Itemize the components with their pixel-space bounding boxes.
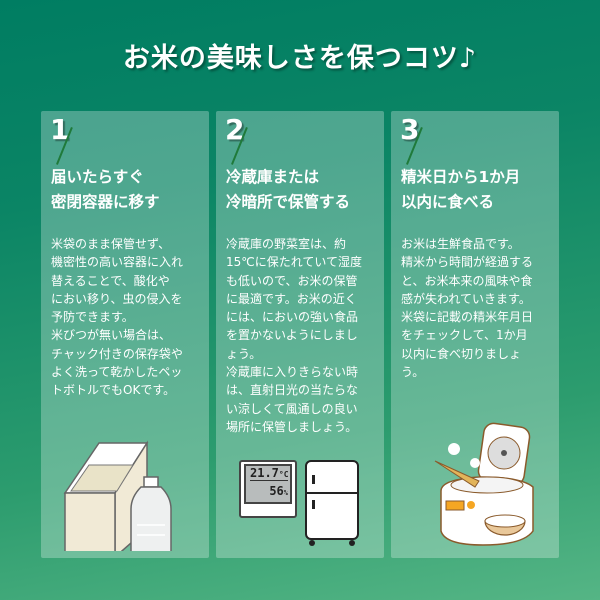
body-line: を置かないようにしまし — [226, 328, 358, 343]
tip-card-1: 1 届いたらすぐ 密閉容器に移す 米袋のまま保管せず、機密性の高い容器に入れ替え… — [41, 111, 209, 558]
tip-heading: 精米日から1か月 以内に食べる — [401, 165, 520, 215]
body-line: 感が失われていきます。 — [401, 291, 531, 306]
body-line: をチェックして、1か月 — [401, 328, 528, 343]
body-line: は、直射日光の当たらな — [226, 383, 359, 398]
body-line: 米びつが無い場合は、 — [51, 328, 172, 343]
body-line: も低いので、お米の保管 — [226, 273, 358, 288]
tip-card-3: 3 精米日から1か月 以内に食べる お米は生鮮食品です。精米から時間が経過すると… — [391, 111, 559, 558]
body-line: よく洗って乾かしたペッ — [51, 365, 183, 380]
body-line: 米袋のまま保管せず、 — [51, 237, 171, 251]
body-line: に最適です。お米の近く — [226, 291, 357, 306]
fridge-icon — [305, 460, 359, 546]
thermometer-icon: 21.7°C 56% — [239, 460, 297, 518]
body-line: 以内に食べ切りましょ — [401, 346, 522, 361]
body-line: には、においの強い食品 — [226, 310, 359, 325]
body-line: 替えることで、酸化や — [51, 273, 170, 288]
body-line: 機密性の高い容器に入れ — [51, 255, 184, 270]
body-line: におい移り、虫の侵入を — [51, 291, 183, 306]
body-line: ょう。 — [226, 346, 262, 361]
body-line: 米袋に記載の精米年月日 — [401, 310, 534, 325]
body-line: お米は生鮮食品です。 — [401, 237, 520, 251]
body-line: と、お米本来の風味や食 — [401, 273, 533, 288]
tip-heading: 届いたらすぐ 密閉容器に移す — [51, 165, 160, 215]
tip-number: 1 — [50, 113, 70, 146]
tip-number: 2 — [225, 113, 245, 146]
heading-line: 冷暗所で保管する — [226, 193, 351, 211]
body-line: 15℃に保たれていて湿度 — [226, 255, 363, 270]
body-line: い涼しくて風通しの良い — [226, 401, 358, 416]
tip-body: お米は生鮮食品です。精米から時間が経過すると、お米本来の風味や食感が失われていき… — [401, 235, 533, 381]
body-line: 予防できます。 — [51, 310, 134, 325]
tip-body: 米袋のまま保管せず、機密性の高い容器に入れ替えることで、酸化やにおい移り、虫の侵… — [51, 235, 183, 400]
body-line: う。 — [401, 365, 425, 380]
tip-body: 冷蔵庫の野菜室は、約 15℃に保たれていて湿度も低いので、お米の保管に最適です。お… — [226, 235, 362, 436]
body-line: 冷蔵庫に入りきらない時 — [226, 365, 359, 380]
page-title: お米の美味しさを保つコツ♪ — [122, 43, 478, 74]
temperature-unit: °C — [278, 470, 289, 479]
heading-line: 密閉容器に移す — [51, 193, 160, 211]
tip-heading: 冷蔵庫または 冷暗所で保管する — [226, 165, 350, 215]
rice-cooker-icon — [434, 422, 534, 546]
heading-line: 精米日から1か月 — [401, 168, 521, 186]
body-line: 冷蔵庫の野菜室は、約 — [226, 237, 347, 251]
heading-line: 届いたらすぐ — [51, 168, 144, 186]
heading-line: 以内に食べる — [401, 193, 495, 211]
humidity-readout: 56 — [269, 484, 284, 498]
heading-line: 冷蔵庫または — [226, 168, 320, 186]
body-line: 精米から時間が経過する — [401, 255, 534, 270]
body-line: チャック付きの保存袋や — [51, 346, 183, 361]
tip-card-2: 2 冷蔵庫または 冷暗所で保管する 冷蔵庫の野菜室は、約 15℃に保たれていて湿度… — [216, 111, 384, 558]
humidity-unit: % — [283, 489, 288, 497]
body-line: 場所に保管しましょう。 — [226, 419, 358, 434]
tip-number: 3 — [400, 113, 420, 146]
body-line: トボトルでもOKです。 — [51, 383, 176, 398]
temperature-readout: 21.7 — [250, 466, 279, 480]
rice-container-and-bottle-icon — [63, 440, 172, 551]
